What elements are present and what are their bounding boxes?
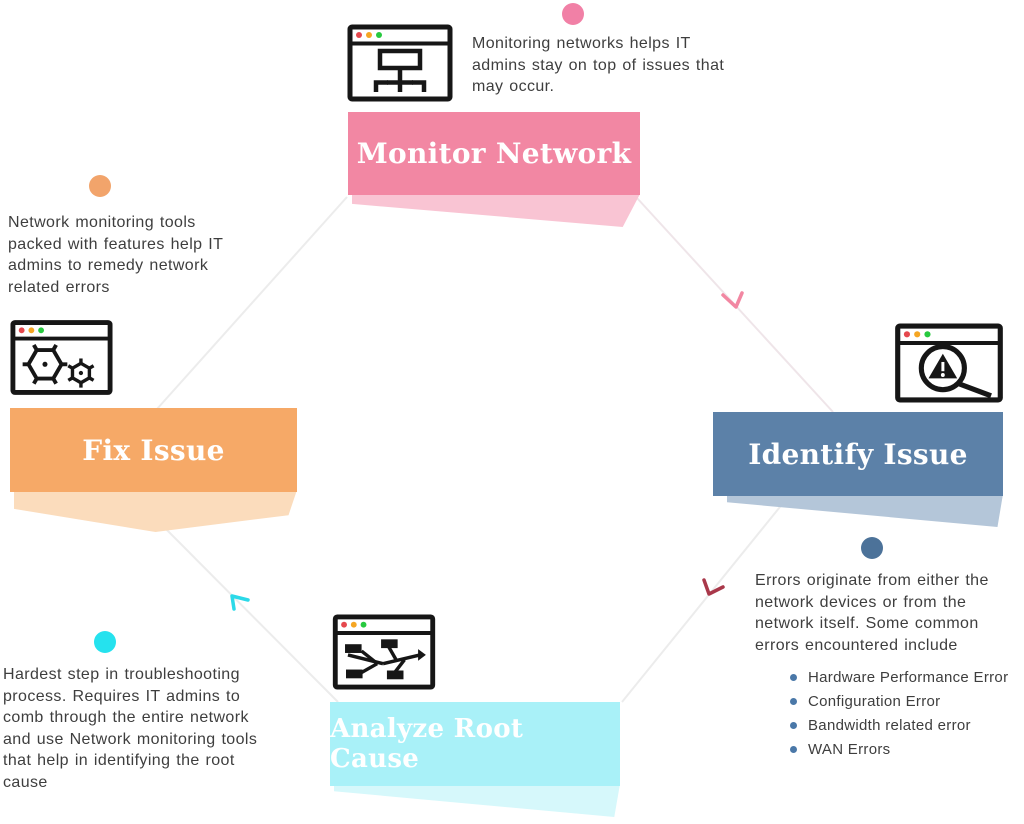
monitor-network-banner-label: Monitor Network — [356, 137, 632, 170]
identify-banner-shadow — [727, 494, 1003, 527]
fix-description: Network monitoring tools packed with fea… — [8, 214, 224, 296]
identify-description: Errors originate from either the network… — [755, 572, 989, 654]
bullet-dot-icon — [790, 697, 797, 705]
list-item: Bandwidth related error — [790, 713, 1008, 737]
analyze-banner-shadow — [334, 784, 620, 817]
monitor-description: Monitoring networks helps IT admins stay… — [472, 35, 725, 95]
analyze-root-cause-banner-label: Analyze Root Cause — [330, 714, 524, 774]
monitor-banner-shadow — [352, 194, 640, 227]
fix-banner-shadow — [14, 490, 297, 532]
fix-issue-banner: Fix Issue — [10, 408, 297, 492]
list-item: WAN Errors — [790, 737, 1008, 761]
analyze-accent-dot — [94, 631, 116, 653]
fix-accent-dot — [89, 175, 111, 197]
search-warning-browser-icon — [895, 323, 1003, 403]
identify-accent-dot — [861, 537, 883, 559]
monitor-network-banner: Monitor Network — [348, 112, 640, 195]
analyze-root-cause-banner: Analyze Root Cause — [330, 702, 620, 786]
identify-issue-banner-label: Identify Issue — [748, 437, 968, 471]
bullet-dot-icon — [790, 745, 797, 753]
chevron-identify-analyze-icon — [702, 578, 725, 596]
list-item-label: Hardware Performance Error — [808, 668, 1009, 686]
identify-error-list: Hardware Performance Error Configuration… — [790, 665, 1008, 761]
list-item-label: Bandwidth related error — [808, 716, 971, 734]
chevron-analyze-fix-icon — [230, 594, 250, 611]
chevron-monitor-identify-icon — [721, 291, 744, 309]
analyze-description: Hardest step in troubleshooting process.… — [3, 666, 258, 791]
list-item: Configuration Error — [790, 689, 1008, 713]
fishbone-browser-icon — [332, 614, 436, 690]
bullet-dot-icon — [790, 673, 797, 681]
list-item: Hardware Performance Error — [790, 665, 1008, 689]
fix-issue-banner-label: Fix Issue — [82, 433, 225, 467]
identify-issue-banner: Identify Issue — [713, 412, 1003, 496]
monitor-accent-dot — [562, 3, 584, 25]
gears-browser-icon — [10, 320, 113, 395]
sitemap-browser-icon — [347, 24, 453, 102]
list-item-label: Configuration Error — [808, 692, 941, 710]
list-item-label: WAN Errors — [808, 740, 891, 758]
connector-monitor-identify — [636, 197, 834, 413]
bullet-dot-icon — [790, 721, 797, 729]
